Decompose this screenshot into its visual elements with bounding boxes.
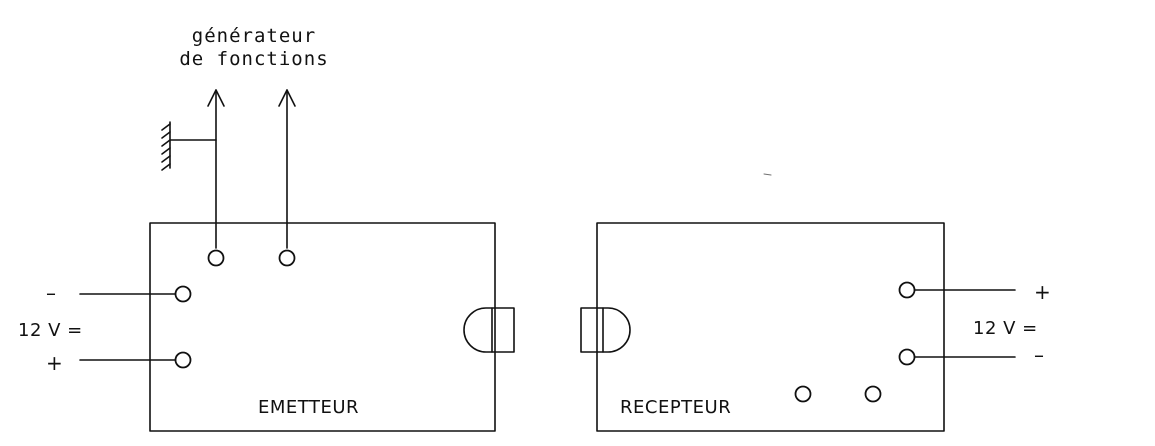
emitter-plus-sign: + — [46, 351, 63, 375]
receiver-supply-plus-terminal — [898, 281, 916, 299]
receiver-output-terminal-left — [794, 385, 812, 403]
emitter-led-icon — [463, 307, 515, 353]
receiver-photodiode-icon — [580, 307, 631, 353]
emitter-generator-terminal-right — [278, 249, 296, 267]
receiver-output-terminal-right — [864, 385, 882, 403]
emitter-box — [149, 222, 496, 432]
generator-lead-left — [207, 89, 225, 249]
generator-label-line2: de fonctions — [179, 48, 328, 70]
generator-lead-right — [278, 89, 296, 249]
emitter-label: EMETTEUR — [258, 397, 359, 418]
receiver-supply-minus-terminal — [898, 348, 916, 366]
receiver-plus-sign: + — [1034, 280, 1051, 304]
emitter-voltage-label: 12 V = — [18, 320, 83, 341]
receiver-voltage-label: 12 V = — [973, 318, 1038, 339]
emitter-minus-sign: – — [46, 281, 56, 305]
emitter-supply-plus-terminal — [174, 351, 192, 369]
emitter-generator-terminal-left — [207, 249, 225, 267]
receiver-minus-sign: – — [1034, 343, 1044, 367]
receiver-label: RECEPTEUR — [620, 397, 731, 418]
scan-speck — [763, 173, 772, 176]
emitter-supply-minus-terminal — [174, 285, 192, 303]
generator-label-line1: générateur — [192, 25, 316, 47]
receiver-box — [596, 222, 945, 432]
ground-icon — [161, 121, 217, 171]
